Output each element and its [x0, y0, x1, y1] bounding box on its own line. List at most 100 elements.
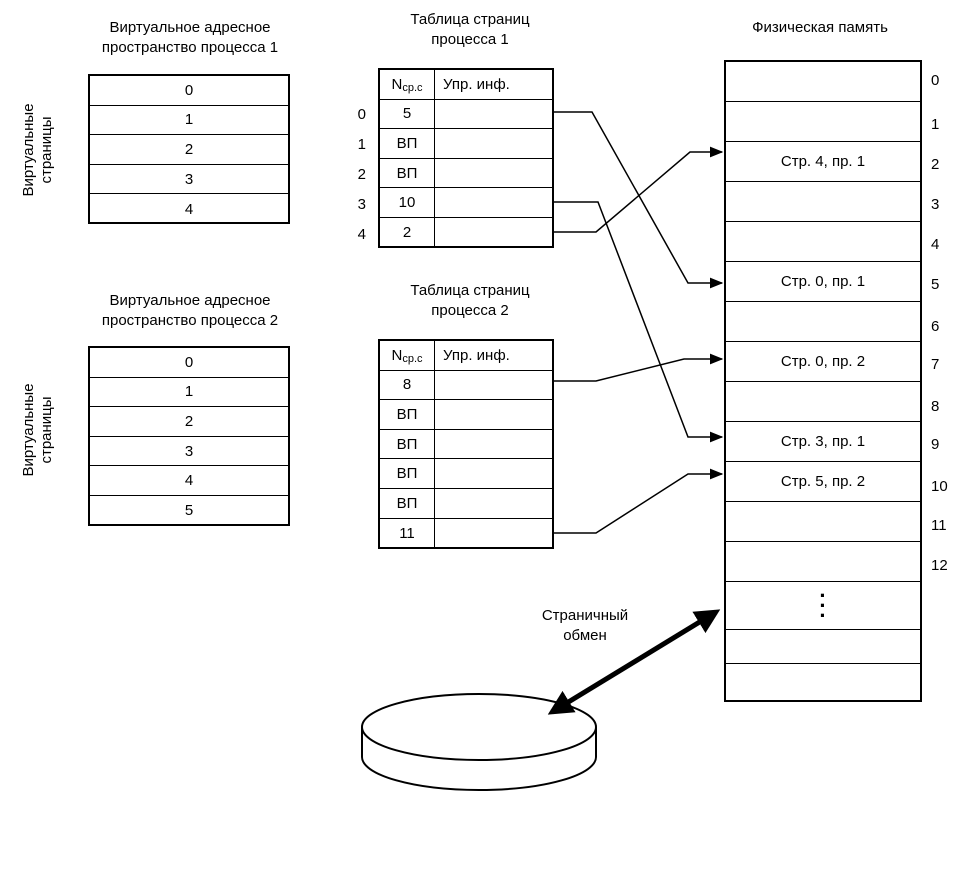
memory-frame: Стр. 0, пр. 1	[726, 262, 920, 302]
memory-frame: Стр. 0, пр. 2	[726, 342, 920, 382]
memory-address: 2	[931, 156, 940, 173]
memory-address: 8	[931, 398, 940, 415]
memory-frame-ellipsis: ···	[726, 582, 920, 630]
ellipsis-dots: ···	[819, 582, 827, 628]
vas2-page: 1	[90, 378, 288, 408]
pt1-row-index: 0	[357, 106, 366, 123]
memory-address: 1	[931, 116, 940, 133]
pt2-frame: ВП	[380, 400, 435, 429]
arrow-p2-page5-to-frame10	[554, 468, 724, 534]
memory-frame	[726, 62, 920, 102]
pt1-title-line1: Таблица страниц	[410, 11, 530, 28]
vas2-title: Виртуальное адресное пространство процес…	[58, 291, 322, 331]
vas1-table: 0 1 2 3 4	[88, 74, 290, 224]
memory-frame: Стр. 3, пр. 1	[726, 422, 920, 462]
pt1-row: ВП	[380, 129, 552, 159]
vas2-page: 5	[184, 502, 194, 520]
vas2-page: 4	[90, 466, 288, 496]
vas2-table: 0 1 2 3 4 5	[88, 346, 290, 526]
vas1-page: 3	[90, 165, 288, 195]
memory-frame	[726, 382, 920, 422]
memory-address: 4	[931, 236, 940, 253]
memory-address: 10	[931, 478, 948, 495]
arrow-p1-page4-to-frame2	[554, 146, 724, 233]
memory-frame: Стр. 5, пр. 2	[726, 462, 920, 502]
pt2-header-n-sub: ср.с	[402, 353, 423, 366]
pt1-row: 5	[380, 99, 552, 130]
memory-frame	[726, 502, 920, 542]
pt1-header-info: Упр. инф.	[443, 75, 510, 93]
vas1-page: 1	[90, 106, 288, 136]
physical-title: Физическая память	[752, 19, 888, 36]
pt2-header-info: Упр. инф.	[443, 346, 510, 364]
pt1-row-index: 1	[357, 136, 366, 153]
memory-frame	[726, 182, 920, 222]
memory-address: 3	[931, 196, 940, 213]
pt2-row: ВП	[380, 488, 552, 519]
arrow-p1-page3-to-frame	[554, 201, 724, 443]
pt2-frame: ВП	[380, 429, 435, 459]
memory-frame	[726, 302, 920, 342]
pt2-row: 8	[380, 370, 552, 401]
vas1-title-line2: пространство процесса 1	[101, 39, 279, 56]
pt2-row: ВП	[380, 429, 552, 460]
memory-frame	[726, 542, 920, 582]
pt1-frame: 2	[380, 217, 435, 248]
memory-address: 11	[931, 517, 947, 534]
vas2-page: 3	[90, 437, 288, 467]
pt2-header-n-text: N	[391, 346, 403, 364]
memory-address: 12	[931, 557, 948, 574]
pt2-title-line2: процесса 2	[431, 302, 509, 319]
memory-frame	[726, 630, 920, 664]
vas2-title-line2: пространство процесса 2	[101, 312, 279, 329]
pt1-row-index: 3	[357, 196, 366, 213]
pt2-frame: 11	[380, 518, 435, 549]
memory-address: 0	[931, 72, 940, 89]
pt2-frame: 8	[380, 370, 435, 400]
pt2-row: 11	[380, 518, 552, 549]
pt1-row: ВП	[380, 158, 552, 189]
vas1-title-line1: Виртуальное адресное	[109, 19, 271, 36]
arrow-p1-page0-to-frame5	[554, 111, 724, 289]
memory-frame: Стр. 4, пр. 1	[726, 142, 920, 182]
pt2-title-line1: Таблица страниц	[410, 282, 530, 299]
memory-address: 6	[931, 318, 940, 335]
vas1-page: 4	[184, 200, 194, 218]
pt2-frame: ВП	[380, 459, 435, 488]
vas2-page: 2	[90, 407, 288, 437]
pt1-frame: ВП	[380, 129, 435, 158]
vas1-page: 0	[90, 76, 288, 106]
pt1-row: 10	[380, 188, 552, 218]
pt2-row: ВП	[380, 400, 552, 430]
physical-memory: Стр. 4, пр. 1 Стр. 0, пр. 1 Стр. 0, пр. …	[724, 60, 922, 702]
pt2-frame: ВП	[380, 488, 435, 518]
pt1-row: 2	[380, 217, 552, 248]
arrow-p2-page0-to-frame7	[554, 353, 724, 382]
pt1-row-index: 2	[357, 166, 366, 183]
vas2-page: 0	[90, 348, 288, 378]
pt1-frame: ВП	[380, 158, 435, 188]
pt1-title: Таблица страниц процесса 1	[370, 10, 570, 50]
pt1-row-index: 4	[357, 226, 366, 243]
vas2-title-line1: Виртуальное адресное	[109, 292, 271, 309]
pt1-title-line2: процесса 1	[431, 31, 509, 48]
pt1-header-n-sub: ср.с	[402, 82, 423, 95]
pt1-frame: 10	[380, 188, 435, 217]
pt2-row: ВП	[380, 459, 552, 489]
swap-arrow	[547, 609, 721, 715]
vas1-page: 2	[90, 135, 288, 165]
pt1-header-n-text: N	[391, 75, 403, 93]
disk-icon	[361, 693, 597, 791]
vas1-title: Виртуальное адресное пространство процес…	[60, 18, 320, 58]
pt1-frame: 5	[380, 99, 435, 129]
memory-frame	[726, 102, 920, 142]
memory-address: 5	[931, 276, 940, 293]
memory-frame	[726, 222, 920, 262]
pt2-title: Таблица страниц процесса 2	[370, 281, 570, 321]
